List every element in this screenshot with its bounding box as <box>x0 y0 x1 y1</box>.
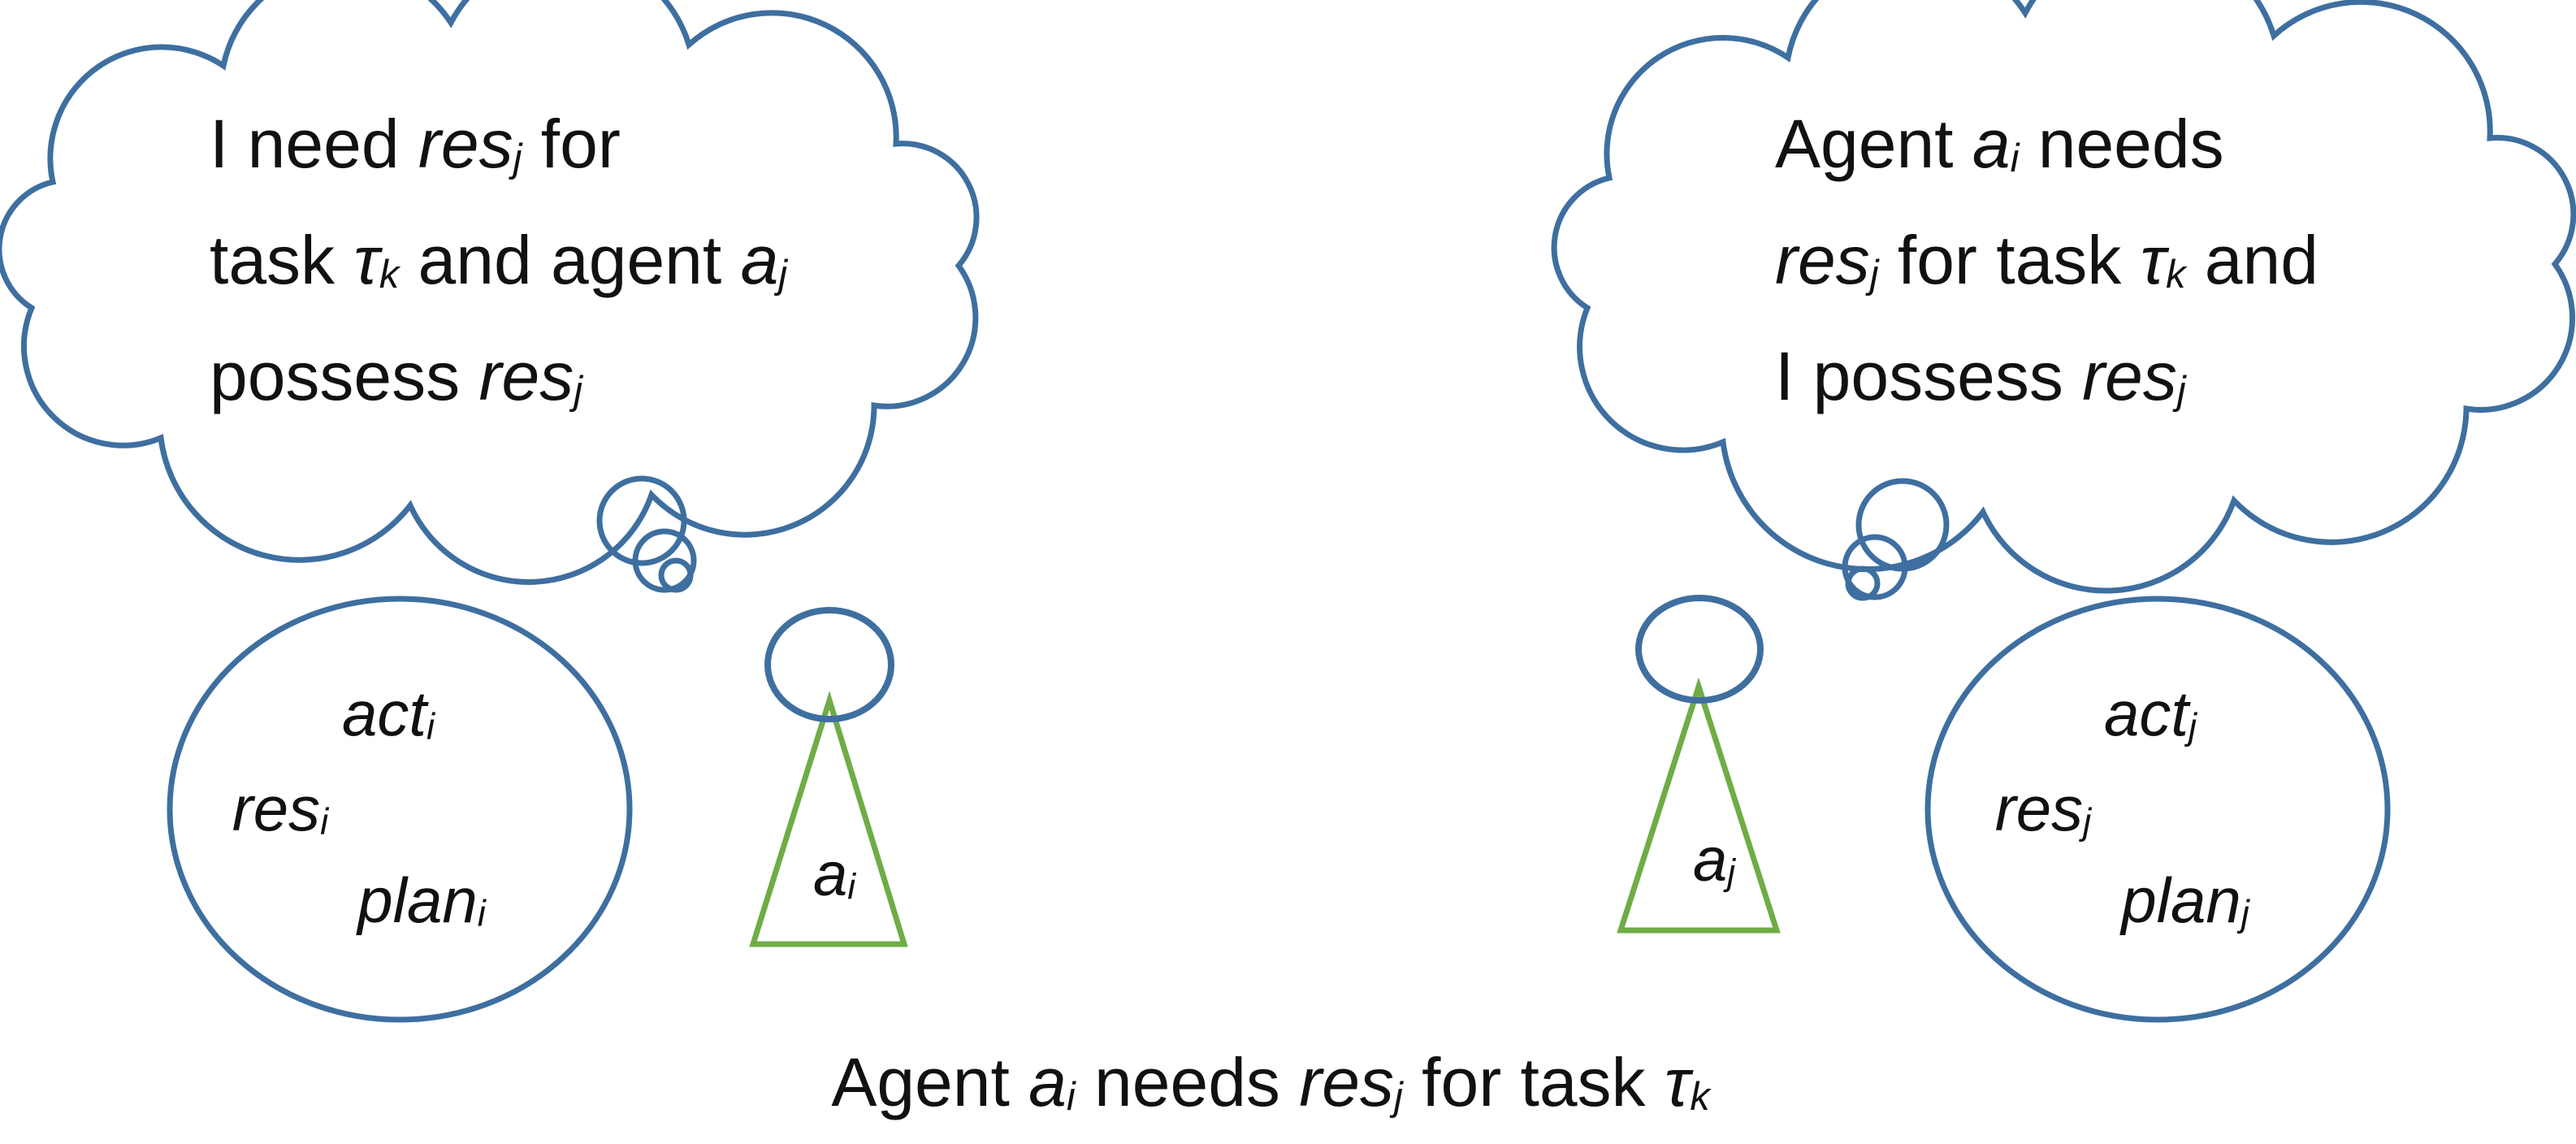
left-knowledge-res-label: resi <box>232 773 329 844</box>
left-knowledge-act-label: acti <box>341 678 435 749</box>
right-knowledge-res-label: resj <box>1994 773 2092 844</box>
left-thought-line-2: task τk and agent aj <box>210 221 788 298</box>
left-thought-cloud-outline <box>0 0 980 585</box>
right-thought-cloud-outline <box>1551 0 2576 594</box>
left-agent-head-circle <box>764 607 894 722</box>
right-tail-bubble-medium <box>1842 534 1908 600</box>
left-thought-line-3: possess resj <box>210 337 583 414</box>
left-tail-bubble-medium <box>632 528 697 593</box>
left-knowledge-circle <box>167 596 633 1023</box>
right-knowledge-act-label: actj <box>2103 678 2197 749</box>
right-agent-body-triangle <box>1617 677 1781 934</box>
right-tail-bubble-small <box>1845 566 1881 601</box>
left-thought-text: I need resj for task τk and agent aj pos… <box>210 93 787 442</box>
left-knowledge-plan-label: plani <box>357 864 486 936</box>
left-tail-bubble-large <box>596 475 687 566</box>
left-agent-body-triangle <box>749 691 908 947</box>
left-agent-label: ai <box>812 840 856 909</box>
right-thought-text: Agent ai needs resj for task τk and I po… <box>1775 93 2318 442</box>
right-knowledge-plan-label: planj <box>2121 864 2249 936</box>
right-thought-line-2: resj for task τk and <box>1775 221 2318 298</box>
right-knowledge-circle <box>1924 596 2391 1023</box>
right-thought-line-3: I possess resj <box>1775 337 2186 414</box>
left-tail-bubble-small <box>658 557 694 593</box>
right-thought-line-1: Agent ai needs <box>1775 106 2224 182</box>
diagram-caption: Agent ai needs resj for task τk <box>831 1044 1710 1120</box>
right-agent-label: aj <box>1692 826 1736 895</box>
right-agent-head-circle <box>1635 595 1764 704</box>
left-thought-line-1: I need resj for <box>210 106 621 182</box>
